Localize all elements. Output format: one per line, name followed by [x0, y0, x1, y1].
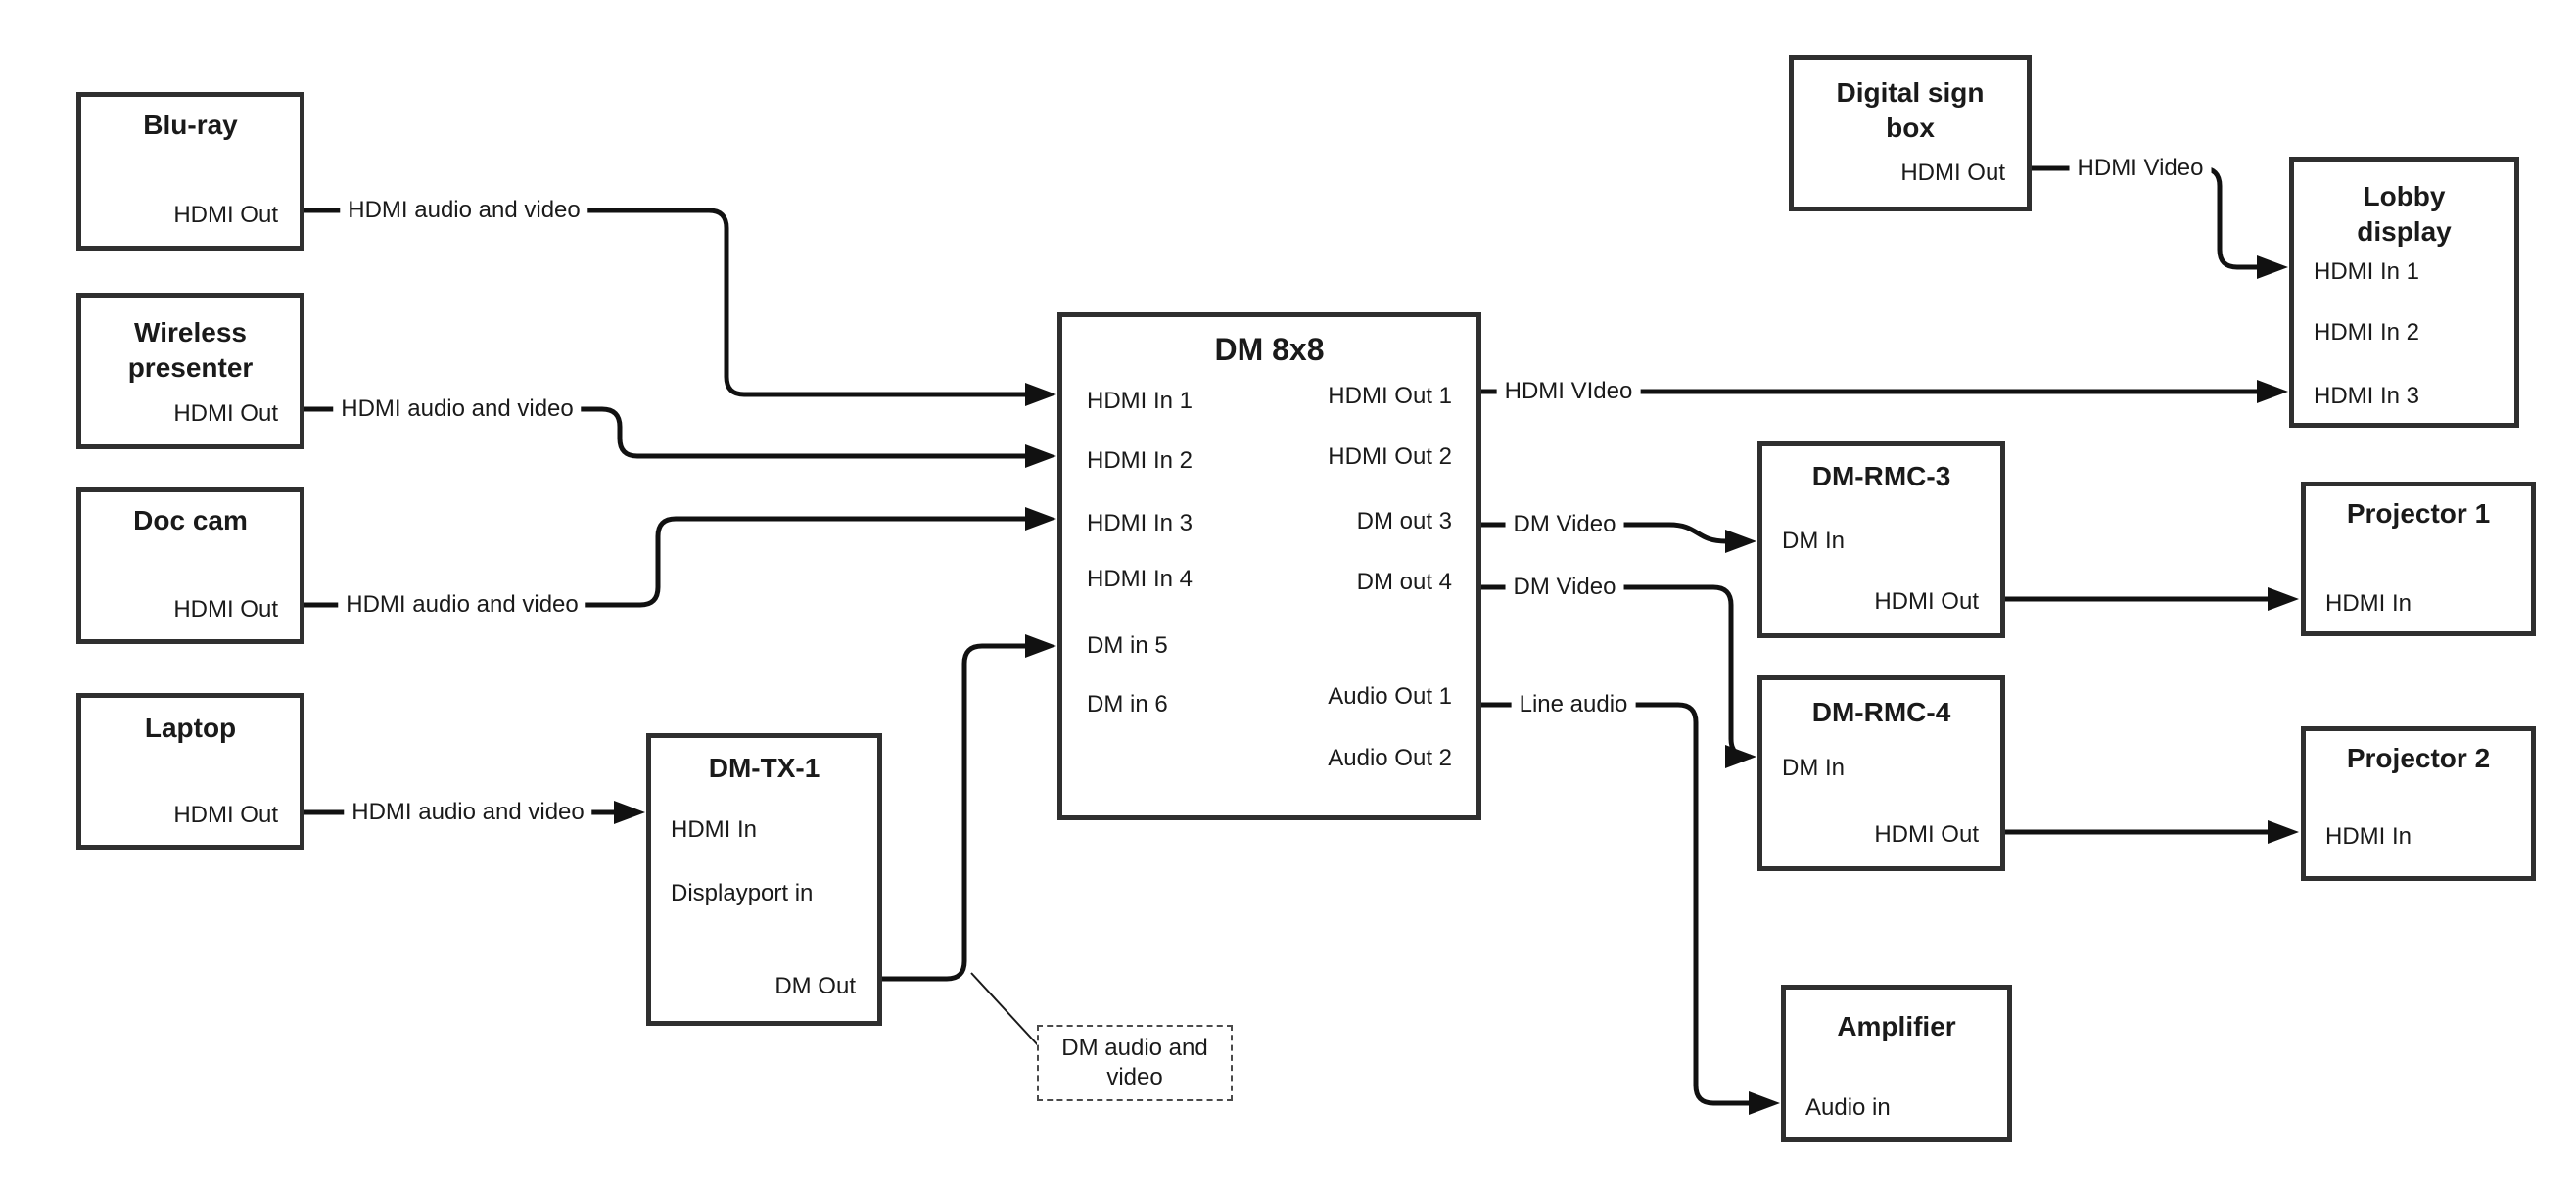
wire-bluray-to-dm8x8-in1 — [304, 208, 1026, 397]
arrowhead-icon — [1725, 745, 1756, 768]
node-title: DM-RMC-3 — [1811, 461, 1951, 491]
arrowhead-icon — [1025, 507, 1056, 531]
port-hdmi-out: HDMI Out — [1874, 821, 1979, 848]
wire-dm8x8-out3-to-dmrmc3 — [1481, 522, 1727, 544]
port-hdmi-in: HDMI In — [671, 816, 758, 843]
port-hdmi-out: HDMI Out — [173, 202, 278, 228]
port-hdmi-in-2: HDMI In 2 — [1087, 447, 1194, 474]
arrowhead-icon — [1025, 634, 1056, 658]
wire-label-hdmi-video-out1: HDMI VIdeo — [1496, 378, 1641, 405]
port-dm-out: DM Out — [774, 973, 856, 999]
port-hdmi-in: HDMI In — [2325, 590, 2412, 617]
node-title: DM 8x8 — [1214, 332, 1325, 367]
port-displayport-in: Displayport in — [671, 880, 814, 906]
wire-label-hdmi-video-sign: HDMI Video — [2069, 155, 2212, 182]
node-dm-8x8: DM 8x8 HDMI In 1 HDMI In 2 HDMI In 3 HDM… — [1057, 312, 1481, 820]
port-hdmi-out: HDMI Out — [173, 802, 278, 828]
wire-dm8x8-out4-to-dmrmc4 — [1481, 584, 1751, 760]
arrowhead-icon — [1025, 383, 1056, 406]
port-hdmi-in-4: HDMI In 4 — [1087, 566, 1194, 592]
arrowhead-icon — [1749, 1091, 1780, 1115]
port-dm-out-4: DM out 4 — [1356, 569, 1452, 595]
port-hdmi-in-1: HDMI In 1 — [1087, 388, 1194, 414]
port-hdmi-in-2: HDMI In 2 — [2314, 319, 2420, 346]
node-title: Amplifier — [1837, 1011, 1956, 1041]
arrowhead-icon — [1725, 530, 1756, 553]
wire-dmtx1-to-dm8x8-in5 — [882, 643, 1026, 982]
node-title: Projector 1 — [2346, 498, 2491, 529]
port-hdmi-in-1: HDMI In 1 — [2314, 258, 2420, 285]
wire-label-dm-video-out4: DM Video — [1505, 574, 1624, 601]
node-amplifier: Amplifier Audio in — [1781, 985, 2012, 1142]
port-hdmi-out: HDMI Out — [173, 400, 278, 427]
arrowhead-icon — [1025, 444, 1056, 468]
node-projector-2: Projector 2 HDMI In — [2301, 726, 2536, 881]
port-audio-out-1: Audio Out 1 — [1328, 683, 1452, 710]
node-dm-rmc-4: DM-RMC-4 DM In HDMI Out — [1757, 675, 2005, 871]
port-dm-out-3: DM out 3 — [1356, 508, 1452, 534]
port-hdmi-in-3: HDMI In 3 — [1087, 510, 1194, 536]
node-title: Projector 2 — [2346, 743, 2491, 773]
wire-label-dm-video-out3: DM Video — [1505, 511, 1624, 538]
node-projector-1: Projector 1 HDMI In — [2301, 482, 2536, 636]
node-doc-cam: Doc cam HDMI Out — [76, 487, 304, 644]
node-blu-ray: Blu-ray HDMI Out — [76, 92, 304, 251]
arrowhead-icon — [2268, 820, 2299, 844]
node-title: Wireless presenter — [127, 317, 254, 383]
port-hdmi-out-1: HDMI Out 1 — [1328, 383, 1452, 409]
node-laptop: Laptop HDMI Out — [76, 693, 304, 850]
node-title: Doc cam — [133, 505, 248, 535]
port-dm-in-5: DM in 5 — [1087, 632, 1168, 659]
wire-label-hdmi-av-wireless: HDMI audio and video — [333, 395, 582, 423]
node-wireless-presenter: Wireless presenter HDMI Out — [76, 293, 304, 449]
note-text: DM audio and video — [1061, 1035, 1208, 1090]
note-callout-line — [970, 972, 1041, 1048]
wire-label-line-audio: Line audio — [1511, 691, 1636, 718]
port-hdmi-out: HDMI Out — [1874, 588, 1979, 615]
node-digital-sign-box: Digital sign box HDMI Out — [1789, 55, 2032, 211]
wire-doccam-to-dm8x8-in3 — [304, 516, 1026, 608]
arrowhead-icon — [614, 801, 645, 824]
node-dm-tx-1: DM-TX-1 HDMI In Displayport in DM Out — [646, 733, 882, 1026]
wire-label-hdmi-av-bluray: HDMI audio and video — [340, 197, 588, 224]
wire-signbox-to-lobby-in1 — [2032, 165, 2258, 270]
port-hdmi-out-2: HDMI Out 2 — [1328, 443, 1452, 470]
node-title: Laptop — [144, 713, 237, 743]
node-dm-rmc-3: DM-RMC-3 DM In HDMI Out — [1757, 441, 2005, 638]
note-dm-audio-video: DM audio and video — [1037, 1025, 1233, 1101]
port-dm-in: DM In — [1782, 528, 1846, 554]
wire-wireless-to-dm8x8-in2 — [304, 406, 1026, 459]
node-title: Blu-ray — [143, 110, 238, 140]
arrowhead-icon — [2257, 380, 2288, 403]
port-dm-in: DM In — [1782, 755, 1846, 781]
node-title: Digital sign box — [1836, 77, 1985, 143]
wire-dm8x8-audio1-to-amplifier — [1481, 702, 1751, 1106]
node-title: DM-TX-1 — [708, 753, 820, 783]
port-audio-in: Audio in — [1805, 1094, 1891, 1121]
port-dm-in-6: DM in 6 — [1087, 691, 1168, 717]
arrowhead-icon — [2268, 587, 2299, 611]
node-title: Lobby display — [2357, 181, 2452, 247]
port-audio-out-2: Audio Out 2 — [1328, 745, 1452, 771]
node-lobby-display: Lobby display HDMI In 1 HDMI In 2 HDMI I… — [2289, 157, 2519, 428]
arrowhead-icon — [2257, 255, 2288, 279]
node-title: DM-RMC-4 — [1811, 697, 1951, 727]
wire-label-hdmi-av-doccam: HDMI audio and video — [338, 591, 586, 619]
port-hdmi-out: HDMI Out — [1900, 160, 2005, 186]
port-hdmi-out: HDMI Out — [173, 596, 278, 623]
port-hdmi-in-3: HDMI In 3 — [2314, 383, 2420, 409]
port-hdmi-in: HDMI In — [2325, 823, 2412, 850]
wire-label-hdmi-av-laptop: HDMI audio and video — [344, 799, 592, 826]
